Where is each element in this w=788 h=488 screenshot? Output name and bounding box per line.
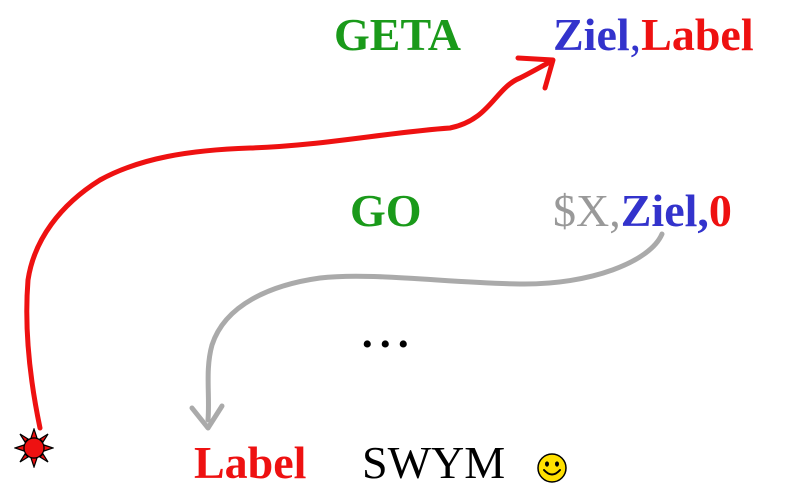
opcode-geta: GETA: [334, 9, 461, 60]
jump-arrow: [24, 59, 553, 431]
return-arrow: [205, 231, 665, 423]
operand-ziel: Ziel: [620, 185, 698, 236]
comma: ,: [609, 185, 621, 236]
comma: ,: [697, 185, 709, 236]
smiley-icon: [537, 453, 567, 483]
operand-label: Label: [641, 9, 754, 60]
sun-icon: [14, 428, 54, 468]
jump-arrow-head: [515, 55, 556, 91]
label-target: Label: [194, 437, 307, 488]
ellipsis: • • •: [362, 328, 409, 361]
operand-offset: 0: [708, 185, 732, 236]
instruction-swym: SWYM: [362, 437, 506, 488]
operand-ziel: Ziel: [553, 9, 630, 60]
opcode-go: GO: [350, 185, 422, 236]
go-operands: $X,Ziel,0: [553, 188, 732, 234]
return-arrow-head: [189, 403, 225, 431]
operand-register: $X: [553, 185, 610, 236]
comma: ,: [629, 9, 642, 60]
geta-operands: Ziel,Label: [553, 12, 754, 58]
